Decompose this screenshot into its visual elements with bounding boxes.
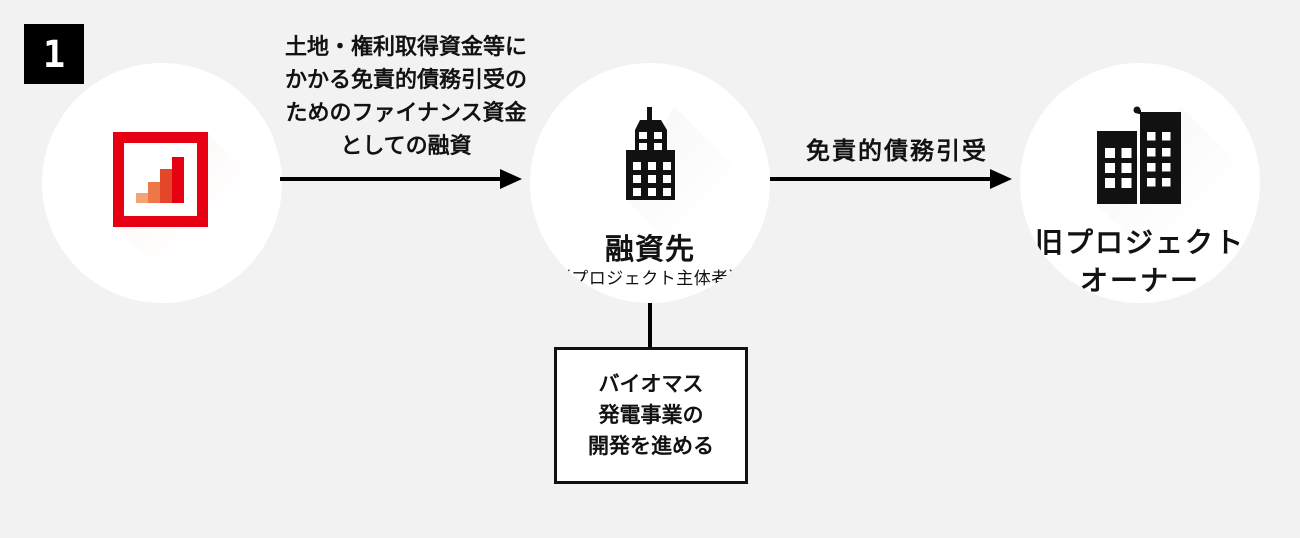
logo-bar-3	[160, 169, 172, 203]
node-lender	[42, 63, 282, 303]
borrower-notebox-connector	[648, 303, 652, 348]
assumption-arrow-label: 免責的債務引受	[806, 138, 988, 165]
note-line-2: 発電事業の	[598, 404, 704, 427]
note-box: バイオマス 発電事業の 開発を進める	[554, 347, 748, 484]
logo-bar-1	[136, 193, 148, 203]
note-line-3: 開発を進める	[588, 435, 714, 458]
node-old-owner: 旧プロジェクト オーナー	[1020, 63, 1260, 303]
logo-bar-2	[148, 182, 160, 203]
assumption-arrow-line	[770, 177, 990, 181]
note-line-1: バイオマス	[598, 373, 704, 396]
logo-bar-4	[172, 157, 184, 203]
old-owner-label-line-2: オーナー	[1079, 265, 1200, 296]
borrower-sublabel: （プロジェクト主体者）	[553, 269, 747, 288]
old-owner-label: 旧プロジェクト オーナー	[1020, 224, 1260, 300]
assumption-arrow-head-icon	[990, 169, 1012, 189]
loan-arrow-label: 土地・権利取得資金等に かかる免責的債務引受の ためのファイナンス資金 としての…	[254, 30, 558, 162]
loan-label-line-3: ためのファイナンス資金	[285, 100, 527, 125]
two-buildings-icon	[1097, 106, 1181, 204]
old-owner-label-line-1: 旧プロジェクト	[1034, 227, 1245, 258]
loan-label-line-4: としての融資	[340, 133, 472, 158]
borrower-label: 融資先	[604, 234, 695, 266]
node-borrower: 融資先 （プロジェクト主体者）	[530, 63, 770, 303]
loan-arrow-line	[280, 177, 502, 181]
step-number: 1	[42, 32, 66, 76]
bank-logo-icon	[113, 132, 208, 227]
office-building-icon	[626, 107, 675, 200]
loan-arrow-head-icon	[500, 169, 522, 189]
step-number-badge: 1	[24, 24, 84, 84]
loan-label-line-1: 土地・権利取得資金等に	[284, 34, 527, 59]
note-box-text: バイオマス 発電事業の 開発を進める	[588, 369, 714, 462]
loan-label-line-2: かかる免責的債務引受の	[284, 67, 527, 92]
